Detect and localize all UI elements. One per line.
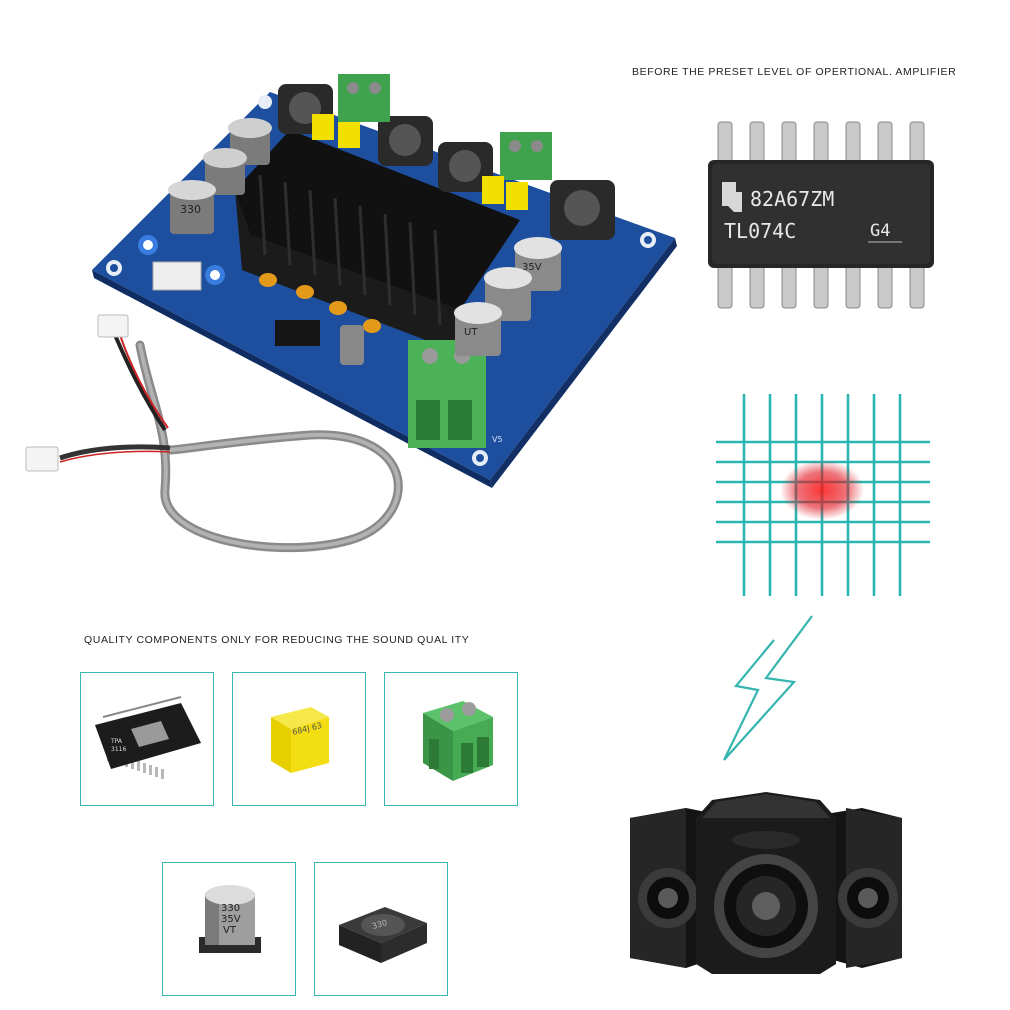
elec-cap-line2: 35V — [221, 914, 241, 925]
elec-cap-line3: VT — [223, 925, 237, 936]
component-box-inductor: 330 — [314, 862, 448, 996]
component-box-terminal-block — [384, 672, 518, 806]
svg-text:TPA: TPA — [110, 738, 123, 745]
signal-grid-graphic — [712, 390, 934, 600]
speakers-photo — [626, 788, 906, 978]
opamp-chip-line2: TL074C — [724, 219, 796, 243]
component-box-yellow-capacitor: 684J 63 — [232, 672, 366, 806]
component-box-electrolytic-capacitor: 330 35V VT — [162, 862, 296, 996]
svg-text:3116: 3116 — [111, 746, 126, 753]
elec-cap-line1: 330 — [221, 903, 240, 914]
amplifier-board-photo: 330 35V UT V5 — [20, 70, 680, 570]
board-version-label: V5 — [492, 435, 503, 444]
inductor-label: 330 — [371, 918, 388, 931]
board-cap-text-2: 35V — [522, 262, 542, 273]
opamp-chip-photo: 82A67ZM TL074C G4 — [700, 118, 940, 318]
opamp-caption: BEFORE THE PRESET LEVEL OF OPERTIONAL. A… — [632, 66, 957, 78]
component-box-tpa-chip: TPA 3116 — [80, 672, 214, 806]
board-cap-text-3: UT — [464, 327, 478, 338]
lightning-bolt-icon — [718, 612, 818, 764]
board-cap-text-1: 330 — [180, 203, 201, 216]
components-caption: QUALITY COMPONENTS ONLY FOR REDUCING THE… — [84, 634, 470, 646]
opamp-chip-line3: G4 — [870, 221, 890, 241]
opamp-chip-line1: 82A67ZM — [750, 187, 834, 211]
